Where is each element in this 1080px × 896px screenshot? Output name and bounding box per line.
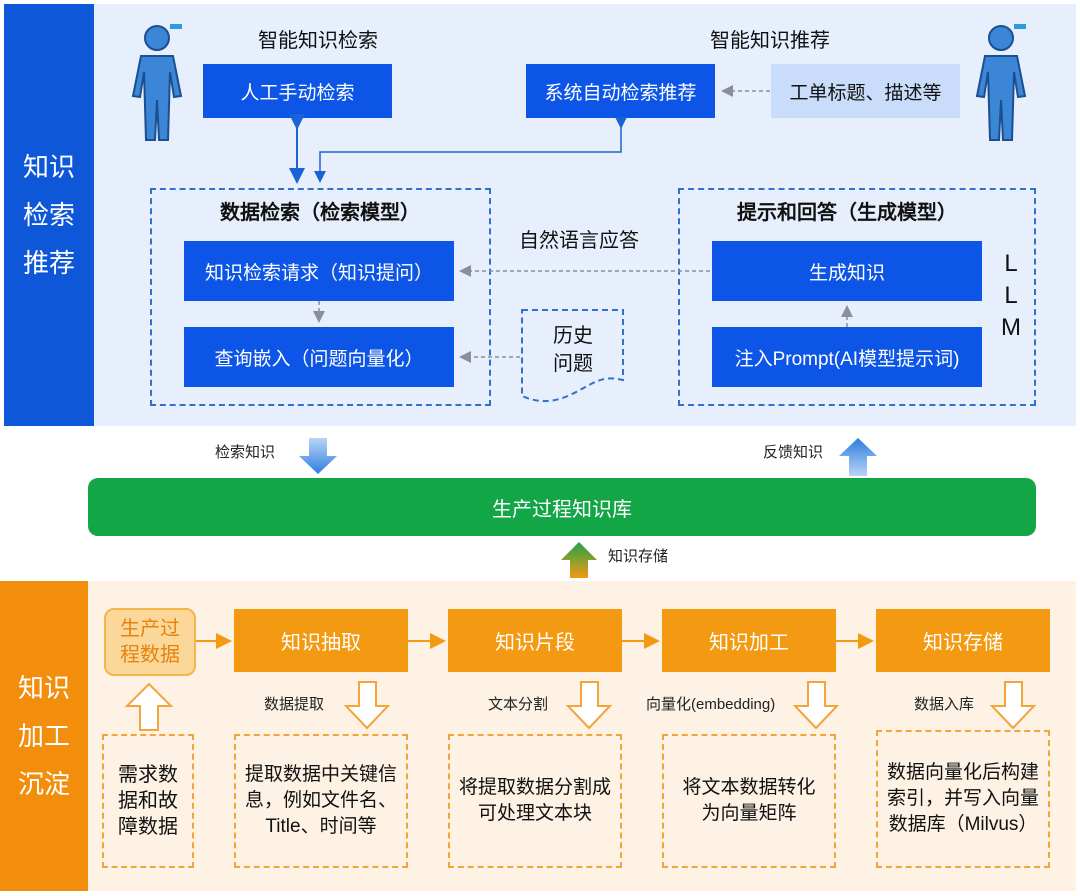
knowledge-base-bar: 生产过程知识库 — [88, 478, 1036, 536]
step-storage-desc: 数据向量化后构建索引，并写入向量数据库（Milvus） — [876, 730, 1050, 868]
demand-line-1: 需求数 — [118, 764, 178, 786]
smart-search-title: 智能知识检索 — [258, 29, 378, 52]
history-line-1: 历史 — [553, 325, 593, 347]
search-knowledge-arrow — [299, 438, 337, 474]
step-extract-sub: 数据提取 — [264, 696, 325, 713]
process-down-arrow — [792, 681, 840, 730]
side-label-line-2: 检索 — [22, 200, 75, 230]
source-line-2: 程数据 — [120, 644, 180, 666]
feedback-knowledge-label: 反馈知识 — [762, 443, 823, 461]
llm-label: L L M — [996, 248, 1026, 344]
natural-language-answer: 自然语言应答 — [519, 229, 639, 252]
side-label-line-3: 推荐 — [22, 248, 75, 278]
retrieval-group-title: 数据检索（检索模型） — [220, 201, 420, 224]
side-label-line-3: 沉淀 — [17, 769, 70, 799]
inject-prompt-box: 注入Prompt(AI模型提示词) — [712, 327, 982, 387]
step-extract-box: 知识抽取 — [234, 609, 408, 672]
generate-knowledge-box: 生成知识 — [712, 241, 982, 301]
step-fragment-desc: 将提取数据分割成可处理文本块 — [448, 734, 622, 868]
generation-model-group — [678, 188, 1036, 406]
retrieval-model-group — [150, 188, 491, 406]
fragment-down-arrow — [565, 681, 613, 730]
knowledge-request-box: 知识检索请求（知识提问） — [184, 241, 454, 301]
history-document: 历史 问题 — [530, 318, 616, 382]
step-process-sub: 向量化(embedding) — [646, 696, 776, 713]
knowledge-storage-label: 知识存储 — [607, 547, 668, 565]
step-fragment-sub: 文本分割 — [488, 696, 549, 713]
knowledge-storage-arrow — [561, 542, 597, 578]
extract-down-arrow — [343, 681, 391, 730]
step-storage-sub: 数据入库 — [914, 696, 975, 713]
step-storage-box: 知识存储 — [876, 609, 1050, 672]
demand-data-box: 需求数 据和故 障数据 — [102, 734, 194, 868]
retrieval-side-label: 知识 检索 推荐 — [4, 4, 94, 426]
manual-search-box: 人工手动检索 — [203, 64, 392, 118]
feedback-knowledge-arrow — [839, 438, 877, 476]
side-label-line-2: 加工 — [17, 721, 70, 751]
ticket-input-box: 工单标题、描述等 — [771, 64, 960, 118]
storage-down-arrow — [989, 681, 1037, 730]
person-icon-right — [975, 24, 1027, 141]
demand-line-2: 据和故 — [118, 790, 178, 812]
side-label-line-1: 知识 — [22, 152, 75, 182]
step-fragment-box: 知识片段 — [448, 609, 622, 672]
side-label-line-1: 知识 — [17, 673, 70, 703]
production-data-source: 生产过 程数据 — [104, 608, 196, 676]
smart-recommend-title: 智能知识推荐 — [710, 29, 830, 52]
step-process-box: 知识加工 — [662, 609, 836, 672]
person-icon-left — [131, 24, 183, 141]
llm-letter-3: M — [1001, 314, 1021, 341]
step-process-desc: 将文本数据转化为向量矩阵 — [662, 734, 836, 868]
search-knowledge-label: 检索知识 — [214, 443, 275, 461]
auto-recommend-box: 系统自动检索推荐 — [526, 64, 715, 118]
source-line-1: 生产过 — [120, 618, 180, 640]
history-line-2: 问题 — [553, 353, 593, 375]
demand-line-3: 障数据 — [118, 816, 178, 838]
llm-letter-1: L — [1004, 250, 1018, 277]
llm-letter-2: L — [1004, 282, 1018, 309]
generation-group-title: 提示和回答（生成模型） — [737, 201, 957, 224]
auto-recommend-connector — [314, 117, 627, 183]
history-document-shape — [521, 309, 624, 402]
demand-to-source-arrow — [124, 682, 174, 731]
step-extract-desc: 提取数据中关键信息，例如文件名、Title、时间等 — [234, 734, 408, 868]
processing-side-label: 知识 加工 沉淀 — [0, 581, 88, 891]
query-embedding-box: 查询嵌入（问题向量化） — [184, 327, 454, 387]
